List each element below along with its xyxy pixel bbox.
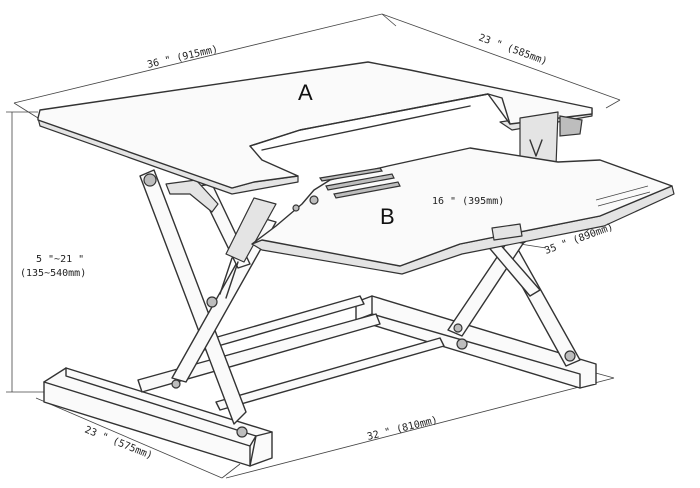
base-front-foot — [43, 367, 273, 467]
top-depth-dimension: 23 " (585mm) — [477, 32, 549, 67]
surface-b-label: B — [380, 204, 395, 229]
top-width-dimension: 36 " (915mm) — [146, 44, 219, 71]
surface-a-label: A — [298, 80, 313, 105]
base-cross-tubes — [137, 295, 445, 411]
base-width-dimension: 32 " (810mm) — [366, 415, 439, 443]
left-scissor-legs — [139, 169, 277, 438]
height-range-dimension: 5 "~21 " — [36, 254, 84, 265]
keyboard-depth-dimension: 16 " (395mm) — [432, 196, 504, 207]
right-scissor-legs — [447, 225, 581, 367]
keyboard-tray — [251, 147, 675, 275]
height-range-mm-dimension: (135~540mm) — [20, 268, 86, 279]
